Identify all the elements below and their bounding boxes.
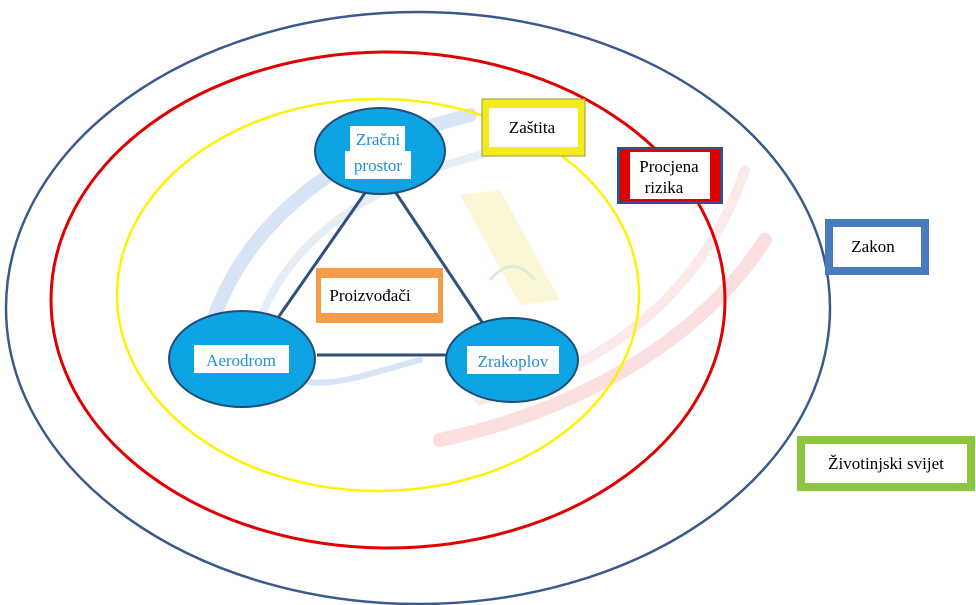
- protection-ring: [115, 97, 641, 493]
- node-airspace-label-1: Zračni: [356, 130, 401, 149]
- edge-airspace-aerodrome: [273, 192, 367, 323]
- box-wildlife[interactable]: Životinjski svijet: [797, 436, 975, 491]
- box-risk-label-1: Procjena: [639, 157, 699, 176]
- box-protection-label: Zaštita: [509, 118, 556, 137]
- box-risk-label-2: rizika: [645, 178, 684, 197]
- risk-assessment-ring: [49, 50, 727, 550]
- node-aircraft-label: Zrakoplov: [478, 352, 549, 371]
- box-law-label: Zakon: [851, 237, 895, 256]
- box-law[interactable]: Zakon: [825, 219, 929, 275]
- node-aerodrome[interactable]: Aerodrom: [168, 310, 316, 408]
- node-aerodrome-label: Aerodrom: [206, 351, 276, 370]
- box-manufacturers[interactable]: Proizvođači: [316, 268, 443, 323]
- node-airspace-label-2: prostor: [354, 156, 403, 175]
- node-aircraft[interactable]: Zrakoplov: [445, 317, 579, 403]
- box-manufacturers-label: Proizvođači: [329, 286, 410, 305]
- box-wildlife-label: Životinjski svijet: [828, 454, 944, 473]
- box-protection[interactable]: Zaštita: [481, 98, 586, 157]
- edge-airspace-aircraft: [394, 192, 484, 323]
- box-risk-assessment[interactable]: Procjena rizika: [617, 147, 723, 204]
- node-airspace[interactable]: Zračni prostor: [314, 107, 446, 195]
- outer-ring-law: [4, 10, 832, 605]
